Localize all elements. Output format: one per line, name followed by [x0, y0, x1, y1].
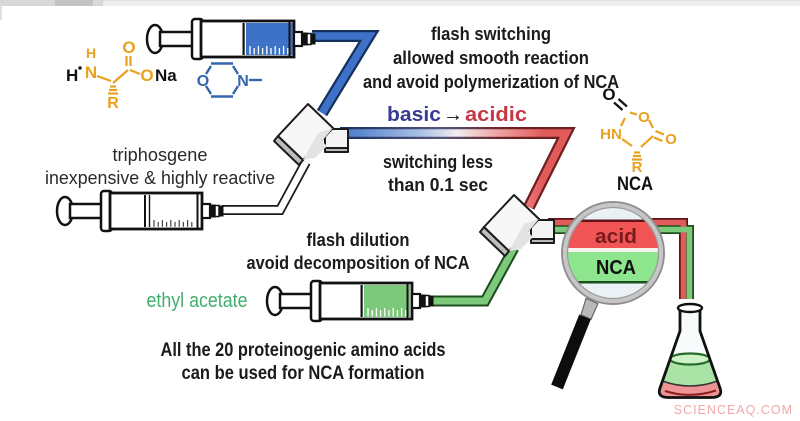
flash-dilution-line1: flash dilution: [307, 229, 410, 250]
switching-speed-line2: than 0.1 sec: [388, 174, 488, 195]
syringe-tip: [200, 202, 212, 220]
syringe-bottom-ethyl-acetate: [265, 279, 434, 323]
annotation-switching-speed: switching less than 0.1 sec: [383, 151, 493, 195]
acidic-label: acidic: [465, 104, 527, 126]
t-junction-2: [479, 194, 555, 257]
t-junction-1: [273, 103, 349, 166]
amino-o-carbonyl: O: [122, 38, 135, 57]
nca-o-left: O: [602, 85, 615, 104]
structure-morpholine: O N: [197, 62, 262, 98]
tube-green: [433, 245, 519, 307]
amino-h-top: H: [86, 45, 96, 61]
flask-liquid-surface: [668, 352, 712, 366]
amino-r: R: [107, 95, 119, 112]
structure-amino-acid-salt: H H N O O Na R: [66, 38, 177, 112]
syringe-top-morpholine: [145, 17, 316, 61]
nca-o-right: O: [665, 131, 677, 148]
watermark: SCIENCEAQ.COM: [674, 403, 793, 417]
switching-speed-line1: switching less: [383, 151, 493, 172]
nca-band-label: NCA: [596, 257, 636, 279]
annotation-ethyl-acetate: ethyl acetate: [147, 290, 248, 312]
syringe-tip: [292, 30, 304, 48]
triphosgene-line1: triphosgene: [113, 144, 208, 165]
barrel: [108, 191, 204, 231]
amino-acids-line2: can be used for NCA formation: [182, 363, 425, 384]
annotation-triphosgene: triphosgene inexpensive & highly reactiv…: [45, 144, 275, 188]
syringe-liquid-green: [364, 285, 410, 317]
annotation-basic-acidic: basic → acidic: [387, 104, 527, 126]
plunger-shaft: [158, 30, 196, 48]
amino-na: Na: [155, 66, 177, 85]
magnifier: acid NCA: [551, 201, 665, 390]
structure-nca: O HN O O R NCA: [600, 85, 677, 195]
nca-o-ring: O: [638, 109, 650, 126]
magnifier-handle: [551, 314, 591, 390]
flash-switching-line2: allowed smooth reaction: [393, 47, 589, 68]
annotation-flash-dilution: flash dilution avoid decomposition of NC…: [247, 229, 470, 273]
tube-blue: [312, 30, 380, 117]
plunger-shaft: [68, 202, 105, 220]
syringe-middle-triphosgene: [55, 189, 224, 233]
triphosgene-line2: inexpensive & highly reactive: [45, 167, 275, 188]
browser-chrome-strip: [0, 0, 800, 20]
flash-switching-line3: and avoid polymerization of NCA: [363, 71, 619, 92]
amino-acids-line1: All the 20 proteinogenic amino acids: [161, 340, 446, 361]
nca-label: NCA: [617, 174, 653, 195]
annotation-amino-acids: All the 20 proteinogenic amino acids can…: [161, 340, 446, 384]
annotation-flash-switching: flash switching allowed smooth reaction …: [363, 23, 619, 92]
plunger-shaft: [278, 292, 315, 310]
acid-band-label: acid: [595, 226, 637, 248]
tube-clear: [222, 159, 311, 215]
amino-o-carboxylate: O: [140, 66, 153, 85]
tube-gradient-basic-acidic: [340, 127, 576, 210]
acid-band: [564, 222, 662, 248]
magnifier-ferrule: [580, 297, 599, 321]
nca-band: [564, 252, 662, 281]
syringe-liquid-blue: [246, 23, 293, 55]
flask: [657, 302, 723, 399]
amino-n: N: [85, 63, 97, 82]
nca-r: R: [632, 159, 643, 176]
flask-liquid-green: [662, 359, 718, 386]
flash-dilution-line2: avoid decomposition of NCA: [247, 252, 470, 273]
nca-hn: HN: [600, 126, 622, 143]
morpholine-o: O: [197, 73, 209, 90]
morpholine-n: N: [237, 73, 249, 90]
arrow-label: →: [443, 104, 463, 126]
basic-label: basic: [387, 104, 441, 126]
flask-mouth: [676, 302, 704, 314]
syringe-tip: [410, 292, 422, 310]
flash-switching-line1: flash switching: [431, 23, 551, 44]
amino-h-left: H: [66, 66, 78, 85]
